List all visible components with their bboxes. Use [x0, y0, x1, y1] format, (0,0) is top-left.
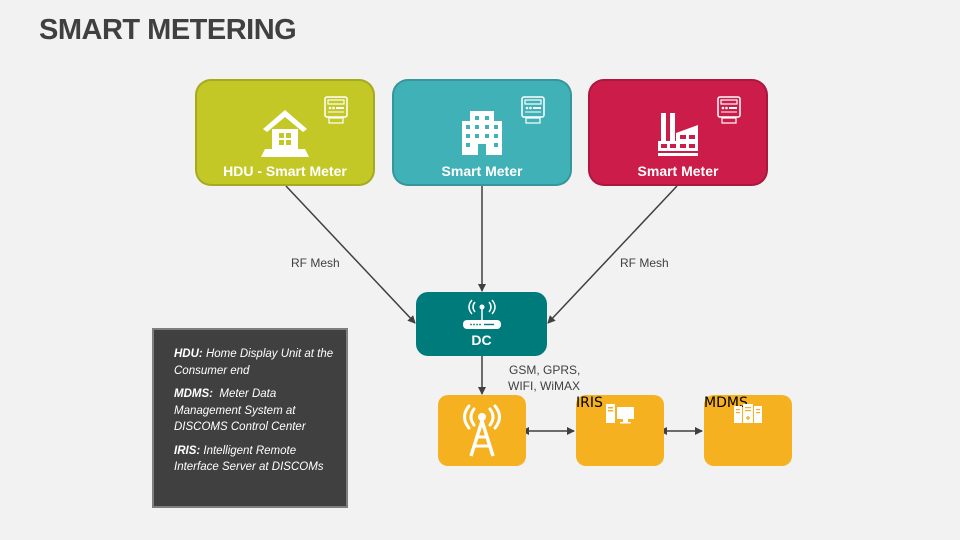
page-title: SMART METERING: [39, 14, 297, 46]
glossary-term: HDU:: [174, 348, 203, 360]
data-concentrator-card[interactable]: DC: [416, 292, 547, 356]
factory-icon: [658, 113, 698, 156]
computer-icon: [606, 404, 634, 424]
industrial-smart-meter-card[interactable]: Smart Meter: [588, 79, 768, 186]
router-icon: [462, 299, 501, 329]
dc-label: DC: [471, 332, 492, 348]
iris-card[interactable]: IRIS: [576, 395, 664, 466]
network-label-line1: GSM, GPRS,: [509, 363, 581, 377]
glossary-item-iris: IRIS: Intelligent Remote Interface Serve…: [174, 443, 334, 476]
mdms-card[interactable]: MDMS: [704, 395, 792, 466]
glossary-item-hdu: HDU: Home Display Unit at the Consumer e…: [174, 346, 334, 379]
office-building-icon: [462, 111, 502, 155]
glossary-term: IRIS:: [174, 444, 201, 457]
iris-label: IRIS: [576, 395, 603, 411]
glossary-term: MDMS:: [174, 388, 213, 400]
electric-meter-icon: [324, 96, 348, 124]
card-label: HDU - Smart Meter: [223, 163, 347, 179]
rf-mesh-right-arrow: [547, 185, 678, 324]
card-label: Smart Meter: [637, 163, 719, 179]
glossary-definition: Home Display Unit at the Consumer end: [174, 348, 334, 377]
electric-meter-icon: [717, 96, 741, 124]
cell-tower-icon: [463, 404, 501, 457]
hdu-smart-meter-card[interactable]: HDU - Smart Meter: [195, 79, 375, 186]
glossary-item-mdms: MDMS: Meter Data Management System at DI…: [174, 386, 334, 436]
card-label: Smart Meter: [441, 163, 523, 179]
server-icon: [734, 404, 762, 423]
glossary-definition: Meter Data Management System at DISCOMS …: [174, 388, 306, 433]
electric-meter-icon: [521, 96, 545, 124]
house-icon: [261, 110, 309, 157]
commercial-smart-meter-card[interactable]: Smart Meter: [392, 79, 572, 186]
glossary-box: HDU: Home Display Unit at the Consumer e…: [152, 328, 348, 508]
cell-tower-card[interactable]: [438, 395, 526, 466]
rf-mesh-right-label: RF Mesh: [620, 256, 669, 270]
rf-mesh-left-arrow: [285, 185, 416, 324]
rf-mesh-left-label: RF Mesh: [291, 256, 340, 270]
network-label-line2: WIFI, WiMAX: [508, 379, 580, 393]
glossary-definition: Intelligent Remote Interface Server at D…: [174, 444, 324, 474]
